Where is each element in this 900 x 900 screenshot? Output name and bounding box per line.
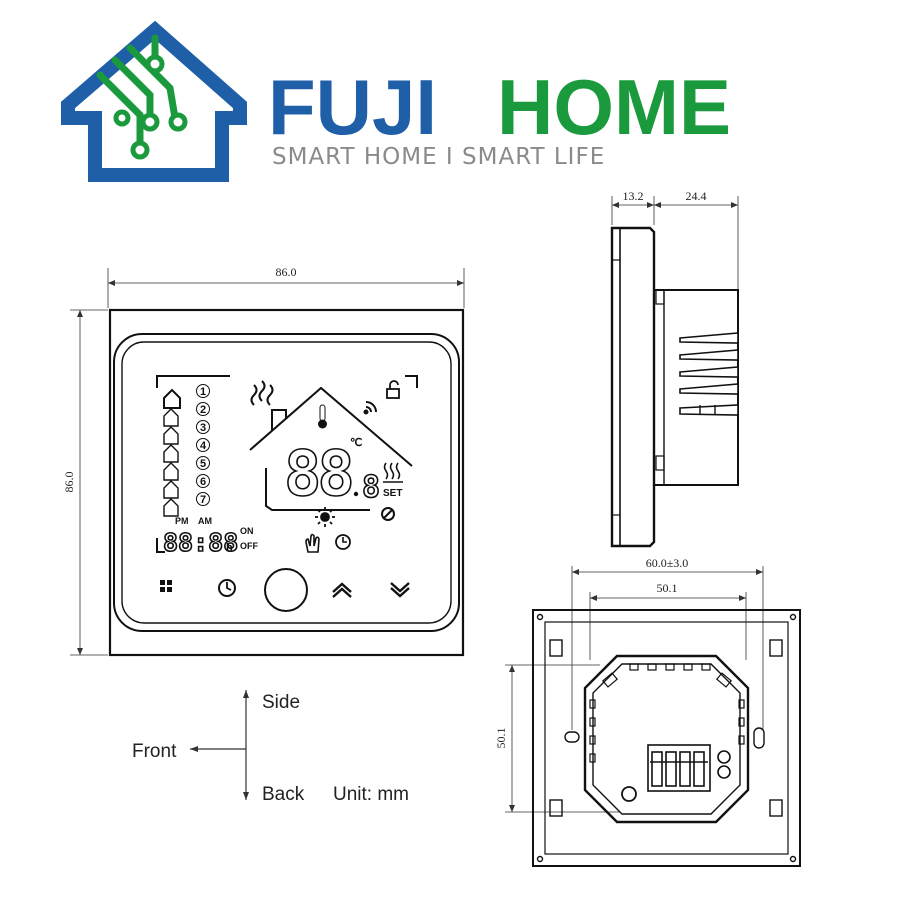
back-screw-hole — [621, 786, 637, 802]
front-width-label: 86.0 — [276, 265, 297, 279]
pm-label: PM — [175, 516, 189, 526]
chevron-down-icon — [390, 582, 410, 598]
on-label: ON — [240, 526, 254, 536]
svg-text:4: 4 — [200, 440, 207, 452]
clock-icon — [335, 534, 351, 550]
mode-6: 6 — [196, 474, 210, 488]
up-button[interactable] — [332, 582, 352, 598]
wifi-icon — [363, 401, 377, 415]
brand-name-fuji: FUJI — [268, 63, 437, 151]
legend-side: Side — [262, 692, 300, 713]
front-view: 86.0 86.0 — [62, 265, 465, 657]
back-inner-width-label: 50.1 — [657, 581, 678, 595]
lcd-house-roof — [249, 386, 413, 467]
grid-icon — [160, 580, 172, 592]
svg-text:1: 1 — [200, 386, 206, 398]
mode-5: 5 — [196, 456, 210, 470]
lcd-display: 1 2 3 4 5 — [156, 375, 418, 558]
svg-text:5: 5 — [200, 458, 206, 470]
chevron-up-icon — [332, 582, 352, 598]
back-plate-inner — [544, 621, 789, 855]
down-button[interactable] — [390, 582, 410, 598]
side-front-panel — [610, 226, 656, 548]
am-label: AM — [198, 516, 212, 526]
mode-1: 1 — [196, 384, 210, 398]
front-outer-frame — [108, 308, 465, 657]
brand-name-home: HOME — [497, 63, 731, 151]
side-front-depth-label: 13.2 — [623, 189, 644, 203]
menu-button[interactable] — [160, 580, 172, 592]
mode-7: 7 — [196, 492, 210, 506]
svg-text:2: 2 — [200, 404, 206, 416]
sun-icon — [315, 507, 335, 527]
heat-icon — [383, 462, 403, 483]
front-height-dimension: 86.0 — [62, 309, 108, 656]
clock-digits: 88:88 — [163, 528, 238, 557]
terminal-block — [647, 744, 731, 792]
mode-4: 4 — [196, 438, 210, 452]
svg-text:7: 7 — [200, 494, 206, 506]
home-icon — [163, 388, 181, 409]
mode-3: 3 — [196, 420, 210, 434]
front-height-label: 86.0 — [62, 472, 76, 493]
back-outer-width-label: 60.0±3.0 — [646, 556, 689, 570]
temperature-decimal-digit: 8 — [362, 470, 380, 505]
off-label: OFF — [240, 541, 258, 551]
lock-icon — [386, 380, 400, 399]
side-dimensions: 13.2 24.4 — [611, 189, 739, 290]
legend-unit: Unit: mm — [333, 784, 409, 805]
mode-icons — [163, 388, 181, 517]
lcd-house-floor — [265, 468, 370, 511]
mode-number-list: 1 2 3 4 5 — [196, 384, 210, 506]
back-view: 60.0±3.0 50.1 50.1 — [494, 556, 801, 867]
temperature-unit: ℃ — [350, 437, 362, 449]
fan-icon — [250, 380, 274, 406]
legend-back: Back — [262, 784, 305, 805]
view-legend: Side Front Back Unit: mm — [132, 690, 409, 805]
side-view: 13.2 24.4 — [610, 189, 739, 548]
mode-2: 2 — [196, 402, 210, 416]
front-bezel — [113, 333, 460, 632]
legend-front: Front — [132, 741, 177, 762]
brand-logo: FUJI HOME SMART HOME I SMART LIFE — [61, 20, 731, 182]
brand-tagline: SMART HOME I SMART LIFE — [272, 144, 605, 170]
back-housing — [583, 654, 750, 824]
svg-text:6: 6 — [200, 476, 206, 488]
power-button[interactable] — [264, 568, 308, 612]
eco-icon — [381, 507, 395, 521]
back-plate-outer — [532, 609, 801, 867]
front-glass — [121, 341, 452, 624]
front-width-dimension: 86.0 — [107, 265, 465, 308]
set-label: SET — [383, 488, 402, 499]
svg-text:3: 3 — [200, 422, 206, 434]
button-row — [160, 568, 410, 612]
lcd-house-chimney — [271, 409, 287, 431]
temperature-digits: 88 — [284, 437, 351, 510]
clock-button[interactable] — [218, 579, 236, 597]
hour-unit: h — [226, 542, 233, 554]
back-vertical-label: 50.1 — [494, 728, 508, 749]
decimal-point — [353, 491, 359, 497]
hand-icon — [305, 533, 320, 553]
house-circuit-logo — [61, 20, 247, 182]
side-back-depth-label: 24.4 — [686, 189, 707, 203]
side-back-box — [653, 289, 739, 486]
thermometer-icon — [318, 404, 327, 429]
back-dimensions: 60.0±3.0 50.1 50.1 — [494, 556, 764, 813]
